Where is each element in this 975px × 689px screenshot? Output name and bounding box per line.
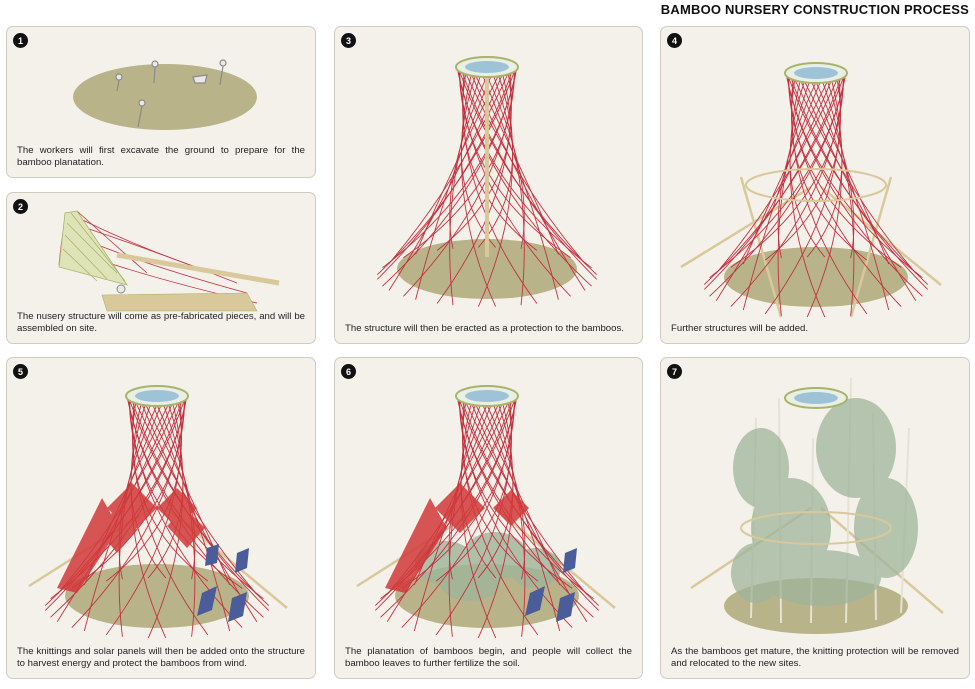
- rope-line: [789, 64, 826, 318]
- rope-line: [785, 72, 923, 297]
- excavation-illustration: [73, 59, 257, 130]
- rope-line: [787, 69, 929, 290]
- prefab-grid-piece: [58, 210, 128, 286]
- prefab-panel-piece: [101, 292, 258, 312]
- step-caption: Further structures will be added.: [671, 323, 809, 334]
- rope-line: [71, 392, 186, 628]
- rope-line: [777, 63, 817, 316]
- rope-line: [804, 64, 890, 311]
- rope-line: [401, 392, 516, 628]
- rope-line: [145, 404, 231, 586]
- rope-line: [436, 60, 512, 304]
- rope-line: [730, 76, 845, 268]
- rope-line: [132, 402, 209, 582]
- step-panel-6: 6 The planatation of bamboos begin, and …: [334, 357, 643, 679]
- rope-line: [742, 81, 828, 265]
- step-caption: The structure will then be eracted as a …: [345, 323, 624, 334]
- water-collector: [135, 390, 179, 402]
- step-panel-5: 5 The knittings and solar panels will th…: [6, 357, 316, 679]
- solar-panels: [197, 544, 249, 622]
- rope-line: [462, 73, 538, 251]
- rope-line: [478, 75, 513, 248]
- water-collector: [794, 67, 838, 79]
- rope-line: [730, 69, 845, 307]
- prefab-pieces-illustration: [58, 210, 280, 312]
- water-collector: [465, 61, 509, 73]
- step-caption: The nusery structure will come as pre-fa…: [17, 311, 305, 334]
- knitting-panels: [385, 483, 529, 593]
- rope-line: [764, 66, 841, 315]
- rope-line: [794, 66, 917, 301]
- workers-group: [115, 59, 227, 128]
- rope-line: [461, 75, 496, 248]
- added-structures-illustration: [680, 62, 942, 318]
- rope-line: [791, 66, 868, 315]
- rope-line: [815, 63, 855, 316]
- rope-line: [806, 64, 843, 318]
- step-number: 6: [341, 364, 356, 379]
- step-caption: The workers will first excavate the grou…: [17, 145, 305, 168]
- water-collector: [465, 390, 509, 402]
- step-panel-2: 2 The nusery structure will come as pre-…: [6, 192, 316, 344]
- ground-plot: [73, 64, 257, 130]
- rope-line: [458, 63, 598, 280]
- rope-line: [128, 392, 243, 628]
- rope-lattice: [703, 63, 929, 318]
- rope-line: [105, 402, 182, 582]
- page-title: BAMBOO NURSERY CONSTRUCTION PROCESS: [660, 2, 969, 17]
- mature-bamboo-illustration: [690, 377, 944, 634]
- middle-ring: [745, 168, 887, 202]
- step-caption: The planatation of bamboos begin, and pe…: [345, 646, 632, 669]
- rope-line: [715, 66, 838, 301]
- step-number: 2: [13, 199, 28, 214]
- rope-line: [789, 81, 826, 258]
- bamboo-pole-piece: [116, 252, 280, 286]
- step-number: 4: [667, 33, 682, 48]
- rope-line: [703, 69, 845, 290]
- ground-plot: [397, 239, 577, 299]
- step-panel-1: 1 The workers will first excavate the gr…: [6, 26, 316, 178]
- rope-line: [458, 392, 573, 628]
- step-number: 3: [341, 33, 356, 48]
- step-number: 5: [13, 364, 28, 379]
- water-collector: [794, 392, 838, 404]
- rope-line: [460, 58, 497, 307]
- ground-plot: [724, 247, 908, 307]
- step-panel-4: 4 Further structures will be added.: [660, 26, 970, 344]
- rope-line: [787, 69, 902, 307]
- rope-line: [436, 73, 512, 251]
- erected-structure-illustration: [376, 56, 598, 307]
- rope-line: [462, 60, 538, 304]
- solar-panels: [525, 548, 577, 622]
- rope-line: [465, 60, 586, 291]
- step-number: 1: [13, 33, 28, 48]
- rope-line: [806, 81, 843, 258]
- rope-line: [128, 399, 243, 589]
- rope-line: [376, 63, 516, 280]
- step-panel-7: 7 As the bamboos get mature, the knittin…: [660, 357, 970, 679]
- bamboo-planting-illustration: [356, 385, 616, 639]
- rope-line: [456, 66, 592, 287]
- mature-bamboo-foliage: [731, 398, 918, 606]
- rope-line: [477, 58, 514, 307]
- rope-line: [71, 399, 186, 589]
- worker-figure: [116, 284, 126, 294]
- rope-line: [388, 60, 509, 291]
- knitting-panels: [57, 483, 205, 593]
- rope-line: [804, 81, 890, 265]
- middle-ring: [740, 511, 892, 545]
- rope-line: [449, 57, 488, 306]
- knitting-solar-illustration: [28, 385, 288, 639]
- rope-line: [486, 57, 525, 306]
- rope-line: [401, 399, 516, 589]
- step-number: 7: [667, 364, 682, 379]
- step-caption: As the bamboos get mature, the knitting …: [671, 646, 959, 669]
- step-panel-3: 3 The structure will then be eracted as …: [334, 26, 643, 344]
- step-caption: The knittings and solar panels will then…: [17, 646, 305, 669]
- rope-line: [742, 64, 828, 311]
